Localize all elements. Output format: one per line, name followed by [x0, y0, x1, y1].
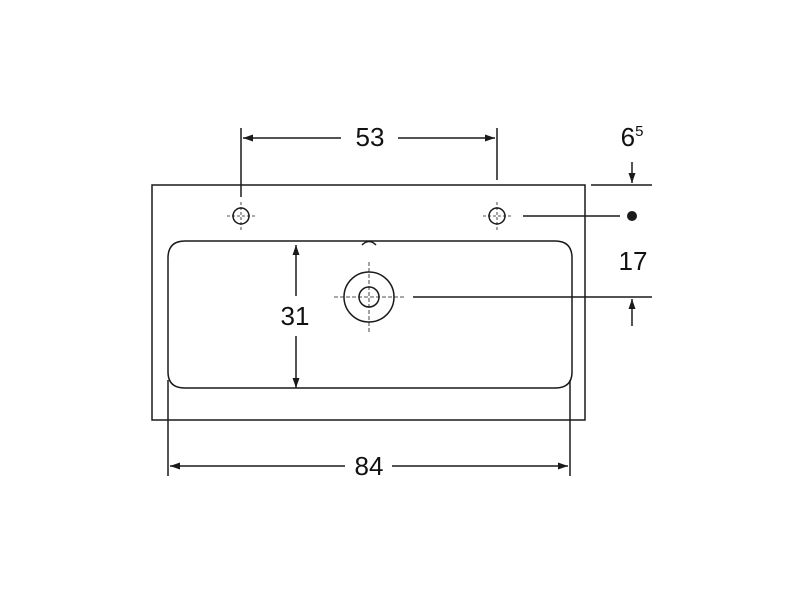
label-rim-to-drain: 17 [619, 246, 648, 276]
label-rim-to-hole: 65 [621, 122, 644, 152]
tap-hole-right [483, 202, 511, 230]
drain-outlet [334, 262, 404, 332]
basin-outer-outline [151, 184, 586, 421]
label-rim-to-hole-exponent: 5 [635, 123, 643, 140]
label-overall-width: 84 [355, 451, 384, 481]
label-rim-to-hole-base: 6 [621, 122, 635, 152]
label-tap-hole-spacing: 53 [356, 122, 385, 152]
overflow-outline [361, 240, 377, 246]
hole-center-marker [627, 211, 637, 221]
basin-bowl-outline [167, 240, 573, 389]
label-basin-depth: 31 [281, 301, 310, 331]
tap-hole-left [227, 202, 255, 230]
